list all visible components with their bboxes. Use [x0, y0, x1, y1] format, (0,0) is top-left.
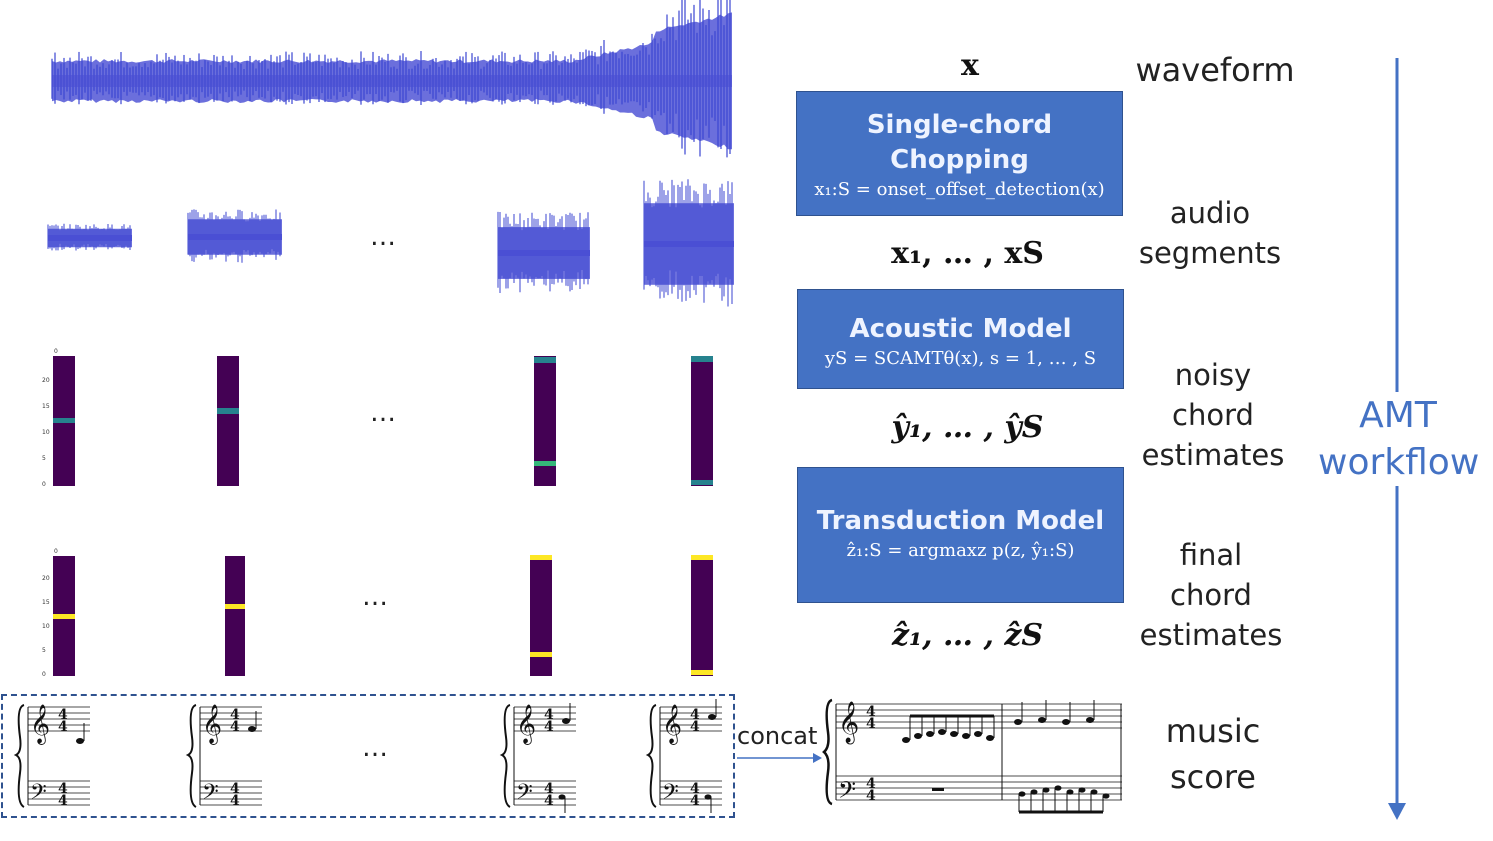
box1-title-line2: Chopping — [890, 145, 1029, 175]
svg-text:4: 4 — [230, 793, 240, 809]
svg-text:4: 4 — [230, 781, 240, 797]
svg-text:4: 4 — [230, 719, 240, 735]
final-estimates-symbol: ẑ₁, … , ẑS — [891, 618, 1044, 653]
svg-text:4: 4 — [544, 719, 554, 735]
heatmap-tick-label: 10 — [42, 623, 50, 630]
heatmap-tick-label: 20 — [42, 377, 50, 384]
svg-text:𝄞: 𝄞 — [838, 701, 859, 744]
heatmap-tick-label: 15 — [42, 403, 50, 410]
box3-title: Transduction Model — [816, 506, 1105, 536]
music-score-label: music score — [1165, 712, 1261, 796]
svg-text:4: 4 — [866, 704, 876, 720]
svg-text:𝄞: 𝄞 — [30, 704, 50, 745]
final-heatmap-4 — [691, 555, 713, 676]
svg-text:4: 4 — [866, 776, 876, 792]
svg-text:𝄞: 𝄞 — [202, 704, 222, 745]
svg-text:4: 4 — [690, 793, 700, 809]
waveform-symbol: x — [961, 48, 979, 83]
svg-text:4: 4 — [866, 788, 876, 804]
noisy-heatmap-4 — [691, 356, 713, 486]
ellipsis-segments: … — [370, 222, 396, 252]
noisy-heatmap-1: 0 20 15 10 5 0 — [42, 348, 75, 488]
svg-text:0: 0 — [54, 548, 58, 555]
noisy-heatmap-2 — [217, 356, 239, 486]
svg-text:4: 4 — [58, 719, 68, 735]
heatmap-tick-label: 5 — [42, 647, 46, 654]
score-segments-dashed-box — [1, 694, 735, 818]
waveform-label: waveform — [1135, 51, 1295, 89]
svg-text:𝄢: 𝄢 — [662, 780, 679, 810]
svg-text:4: 4 — [690, 719, 700, 735]
concat-arrow — [737, 753, 822, 763]
svg-text:4: 4 — [544, 707, 554, 723]
final-heatmap-3 — [530, 555, 552, 676]
full-waveform — [51, 0, 732, 158]
final-heatmap-1: 0 20 15 10 5 0 — [42, 548, 75, 678]
segment-waveform-4 — [643, 179, 734, 307]
single-chord-chopping-box: Single-chord Chopping x₁:S = onset_offse… — [796, 91, 1123, 216]
box1-title-line1: Single-chord — [866, 110, 1053, 140]
noisy-chord-estimates-label: noisy chord estimates — [1141, 358, 1285, 472]
svg-text:4: 4 — [230, 707, 240, 723]
heatmap-tick-label: 0 — [42, 671, 46, 678]
svg-text:4: 4 — [866, 716, 876, 732]
heatmap-tick-label: 0 — [42, 481, 46, 488]
noisy-estimates-symbol: ŷ₁, … , ŷS — [891, 410, 1044, 445]
box2-title: Acoustic Model — [849, 314, 1072, 344]
svg-text:4: 4 — [58, 781, 68, 797]
ellipsis-score: … — [362, 733, 388, 763]
svg-text:𝄢: 𝄢 — [516, 780, 533, 810]
segments-symbol: x₁, … , xS — [891, 236, 1044, 271]
segment-waveform-1 — [47, 223, 132, 251]
svg-text:𝄢: 𝄢 — [838, 776, 856, 809]
audio-segments-label: audio segments — [1138, 196, 1282, 270]
svg-text:𝄢: 𝄢 — [202, 780, 219, 810]
concat-label: concat — [737, 722, 818, 750]
noisy-heatmap-3 — [534, 356, 556, 486]
svg-text:4: 4 — [690, 707, 700, 723]
heatmap-tick-label: 5 — [42, 455, 46, 462]
segment-waveform-2 — [187, 209, 282, 263]
final-chord-estimates-label: final chord estimates — [1139, 538, 1283, 652]
svg-text:4: 4 — [544, 793, 554, 809]
box3-formula: ẑ₁:S = argmaxz p(z, ŷ₁:S) — [846, 540, 1075, 561]
svg-text:𝄢: 𝄢 — [30, 780, 47, 810]
acoustic-model-box: Acoustic Model yS = SCAMTθ(x), s = 1, … … — [797, 289, 1124, 389]
segment-waveform-3 — [497, 211, 590, 293]
svg-text:𝄞: 𝄞 — [516, 704, 536, 745]
ellipsis-noisy: … — [370, 398, 396, 428]
svg-text:4: 4 — [58, 707, 68, 723]
final-heatmap-2 — [225, 556, 245, 676]
transduction-model-box: Transduction Model ẑ₁:S = argmaxz p(z, ŷ… — [797, 467, 1124, 603]
heatmap-top-tick: 0 — [54, 348, 58, 355]
svg-text:4: 4 — [544, 781, 554, 797]
box1-formula: x₁:S = onset_offset_detection(x) — [814, 179, 1105, 200]
heatmap-tick-label: 10 — [42, 429, 50, 436]
svg-text:𝄞: 𝄞 — [662, 704, 682, 745]
amt-workflow-label: AMT workflow — [1318, 392, 1479, 486]
svg-text:4: 4 — [58, 793, 68, 809]
heatmap-tick-label: 20 — [42, 575, 50, 582]
box2-formula: yS = SCAMTθ(x), s = 1, … , S — [824, 348, 1097, 369]
ellipsis-final: … — [362, 582, 388, 612]
svg-text:4: 4 — [690, 781, 700, 797]
heatmap-tick-label: 15 — [42, 599, 50, 606]
